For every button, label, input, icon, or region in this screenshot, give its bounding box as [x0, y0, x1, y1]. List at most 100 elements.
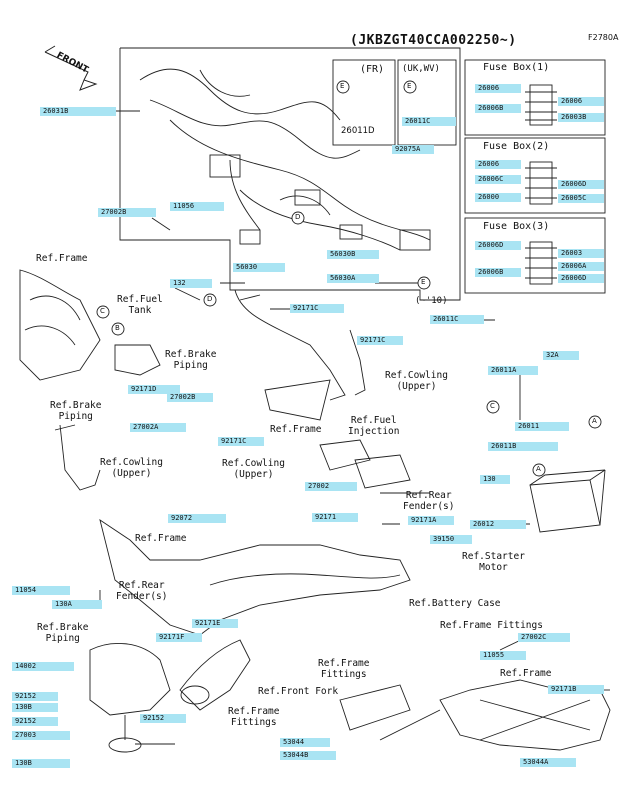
- part-label[interactable]: 53044B: [280, 751, 336, 760]
- part-label[interactable]: 27002B: [167, 393, 213, 402]
- marker-a: A: [536, 465, 541, 473]
- part-label[interactable]: 53044: [280, 738, 330, 747]
- figure-number: F2780A: [588, 33, 619, 42]
- part-label[interactable]: 92171F: [156, 633, 202, 642]
- part-label[interactable]: 26011C: [430, 315, 484, 324]
- marker-c: C: [100, 307, 105, 315]
- part-label[interactable]: 92171C: [357, 336, 403, 345]
- part-label[interactable]: 14002: [12, 662, 74, 671]
- part-label[interactable]: 92171A: [408, 516, 454, 525]
- marker-e: E: [340, 82, 345, 90]
- part-label[interactable]: 26006C: [475, 175, 521, 184]
- ref-label: Ref.Frame Fittings: [440, 620, 543, 631]
- part-label[interactable]: 92152: [140, 714, 186, 723]
- ref-label: Ref.Battery Case: [409, 598, 501, 609]
- part-label[interactable]: 11056: [170, 202, 224, 211]
- part-label[interactable]: 26031B: [40, 107, 116, 116]
- part-label[interactable]: 56030: [233, 263, 285, 272]
- ref-label: Ref.Brake Piping: [37, 622, 89, 644]
- ref-label: Ref.Front Fork: [258, 686, 339, 697]
- part-label[interactable]: 27003: [12, 731, 70, 740]
- part-label[interactable]: 26003B: [558, 113, 604, 122]
- fuse-drawing-2: [525, 161, 557, 205]
- part-label[interactable]: 26006: [558, 97, 604, 106]
- fuse-box-1-title: Fuse Box(1): [483, 62, 550, 73]
- part-label[interactable]: 27002A: [130, 423, 186, 432]
- marker-d: D: [207, 295, 213, 303]
- part-label[interactable]: 26006: [475, 160, 521, 169]
- ref-label: Ref.Frame Fittings: [228, 706, 280, 728]
- part-26011d: 26011D: [341, 126, 375, 136]
- marker-a: A: [592, 417, 597, 425]
- part-label[interactable]: 92171C: [290, 304, 344, 313]
- part-label[interactable]: 130B: [12, 703, 58, 712]
- region-fr: (FR): [360, 64, 385, 75]
- part-label[interactable]: 26003: [558, 249, 604, 258]
- marker-d: D: [295, 213, 301, 221]
- ref-label: Ref.Frame Fittings: [318, 658, 370, 680]
- part-label[interactable]: 26006: [475, 84, 521, 93]
- part-label[interactable]: 92171E: [192, 619, 238, 628]
- part-label[interactable]: 26006A: [558, 262, 604, 271]
- part-label[interactable]: 92072: [168, 514, 226, 523]
- part-label[interactable]: 26011A: [488, 366, 538, 375]
- part-label[interactable]: 11054: [12, 586, 70, 595]
- part-label[interactable]: 26006B: [475, 268, 521, 277]
- fuse-box-3-frame: [464, 217, 606, 294]
- ref-label: Ref.Cowling (Upper): [385, 370, 448, 392]
- part-label[interactable]: 92152: [12, 692, 58, 701]
- part-label[interactable]: 26006B: [475, 104, 521, 113]
- part-label[interactable]: 39150: [430, 535, 472, 544]
- part-label[interactable]: 26011: [515, 422, 569, 431]
- part-label[interactable]: 26006D: [558, 274, 604, 283]
- fuse-drawing-3: [525, 241, 557, 285]
- region-uk-wv: (UK,WV): [402, 64, 440, 74]
- part-label[interactable]: 56030A: [327, 274, 379, 283]
- marker-b: B: [115, 324, 120, 332]
- part-label[interactable]: 26006D: [558, 180, 604, 189]
- part-label[interactable]: 53044A: [520, 758, 576, 767]
- part-label[interactable]: 27002B: [98, 208, 156, 217]
- fuse-drawing-1: [525, 84, 557, 126]
- ref-label: Ref.Rear Fender(s): [116, 580, 168, 602]
- ref-label: Ref.Frame: [270, 424, 322, 435]
- fuse-box-3-title: Fuse Box(3): [483, 221, 550, 232]
- part-label[interactable]: 32A: [543, 351, 579, 360]
- part-label[interactable]: 27002: [305, 482, 357, 491]
- part-label[interactable]: 26011C: [402, 117, 456, 126]
- part-label[interactable]: 11055: [480, 651, 526, 660]
- part-label[interactable]: 26011B: [488, 442, 558, 451]
- marker-e: E: [407, 82, 412, 90]
- part-label[interactable]: 130A: [52, 600, 102, 609]
- ref-label: Ref.Starter Motor: [462, 551, 525, 573]
- part-label[interactable]: 56030B: [327, 250, 379, 259]
- part-label[interactable]: 27002C: [518, 633, 570, 642]
- part-label[interactable]: 26012: [470, 520, 526, 529]
- part-label[interactable]: 92171D: [128, 385, 180, 394]
- part-label[interactable]: 132: [170, 279, 212, 288]
- part-label[interactable]: 92075A: [392, 145, 434, 154]
- part-label[interactable]: 130B: [12, 759, 70, 768]
- fr-box: [332, 59, 396, 146]
- part-label[interactable]: 92171B: [548, 685, 604, 694]
- part-label[interactable]: 92171C: [218, 437, 264, 446]
- region-to-10: (~'10): [415, 296, 448, 306]
- part-label[interactable]: 92152: [12, 717, 58, 726]
- part-label[interactable]: 26006D: [475, 241, 521, 250]
- part-label[interactable]: 26000: [475, 193, 521, 202]
- part-label[interactable]: 92171: [312, 513, 358, 522]
- part-label[interactable]: 26005C: [558, 194, 604, 203]
- ref-label: Ref.Fuel Tank: [117, 294, 163, 316]
- ref-label: Ref.Frame: [36, 253, 88, 264]
- fuse-box-1-frame: [464, 59, 606, 136]
- part-label[interactable]: 130: [480, 475, 510, 484]
- ref-label: Ref.Brake Piping: [50, 400, 102, 422]
- ref-label: Ref.Fuel Injection: [348, 415, 400, 437]
- ref-label: Ref.Cowling (Upper): [222, 458, 285, 480]
- vin-range: (JKBZGT40CCA002250~): [350, 33, 517, 48]
- connector: [294, 189, 321, 206]
- ref-label: Ref.Brake Piping: [165, 349, 217, 371]
- marker-e: E: [421, 278, 426, 286]
